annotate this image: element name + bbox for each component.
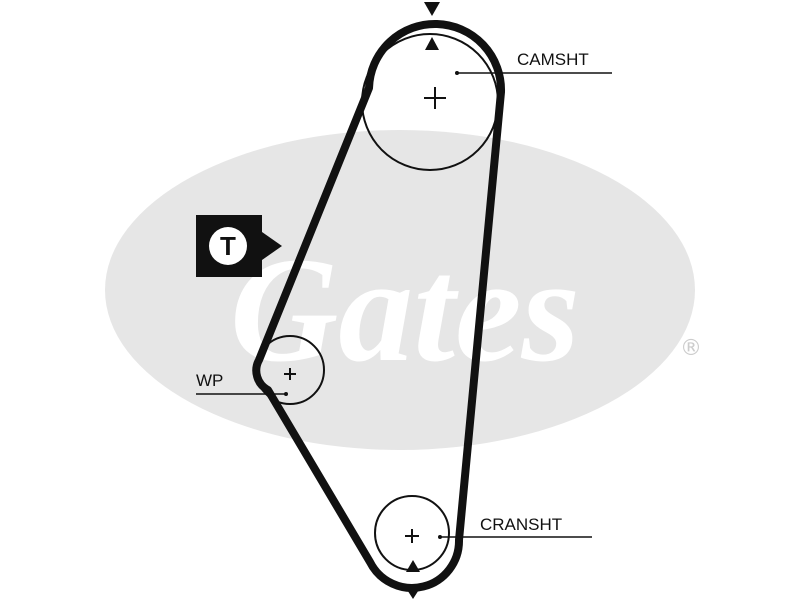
- registered-mark: ®: [680, 336, 702, 361]
- camshaft-mark-top-icon: [424, 2, 440, 16]
- watermark-text: Gates: [230, 227, 580, 393]
- water-pump-center-icon: [284, 368, 296, 380]
- camshaft-center-icon: [424, 87, 446, 109]
- tensioner-label: T: [220, 231, 236, 261]
- wp-label: WP: [196, 371, 223, 390]
- gates-watermark: Gates ®: [105, 130, 702, 450]
- crankshaft-mark-inner-icon: [406, 560, 420, 572]
- cranshaft-label: CRANSHT: [480, 515, 562, 534]
- crankshaft-center-icon: [405, 529, 419, 543]
- camshaft-mark-inner-icon: [425, 37, 439, 50]
- tensioner-tag-icon: T: [196, 215, 282, 277]
- camshaft-label: CAMSHT: [517, 50, 589, 69]
- timing-belt: [252, 19, 506, 592]
- crankshaft-mark-bottom-icon: [404, 585, 422, 599]
